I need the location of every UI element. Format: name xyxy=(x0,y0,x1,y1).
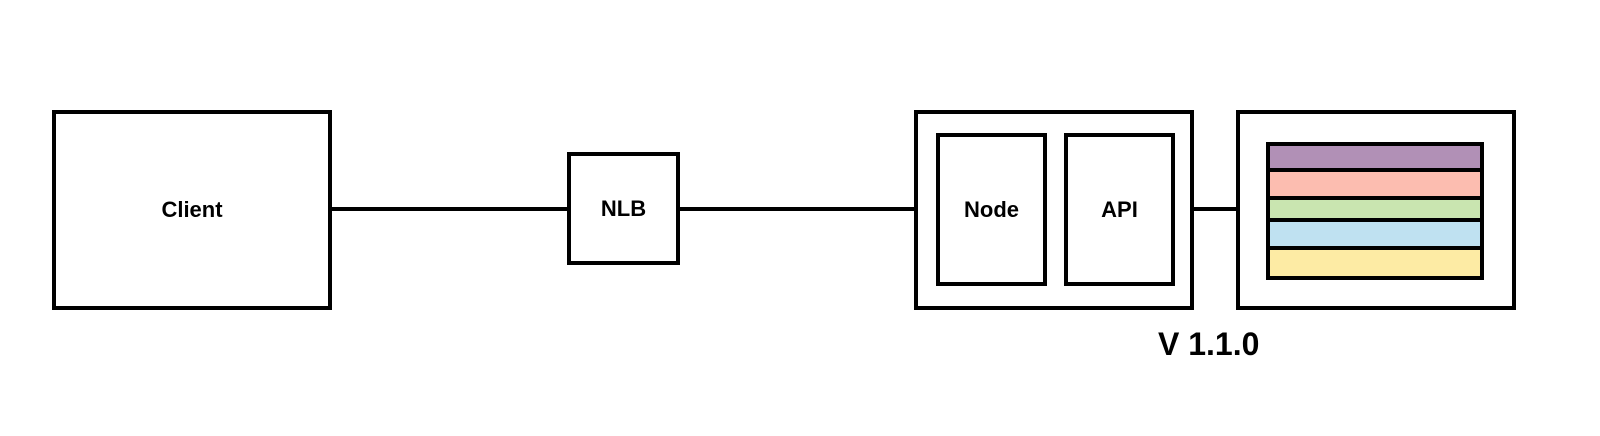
nlb-server-connector xyxy=(680,207,916,211)
node-box: Node xyxy=(936,133,1047,286)
nlb-box: NLB xyxy=(567,152,680,265)
api-label: API xyxy=(1101,196,1138,222)
nlb-label: NLB xyxy=(600,195,647,221)
client-nlb-connector xyxy=(332,207,568,211)
server-storage-connector xyxy=(1194,207,1236,211)
version-label: V 1.1.0 xyxy=(1158,326,1260,362)
api-box: API xyxy=(1064,133,1175,286)
client-box: Client xyxy=(52,110,332,310)
node-label: Node xyxy=(964,196,1019,222)
storage-layer-5 xyxy=(1266,246,1484,280)
client-label: Client xyxy=(161,197,223,222)
